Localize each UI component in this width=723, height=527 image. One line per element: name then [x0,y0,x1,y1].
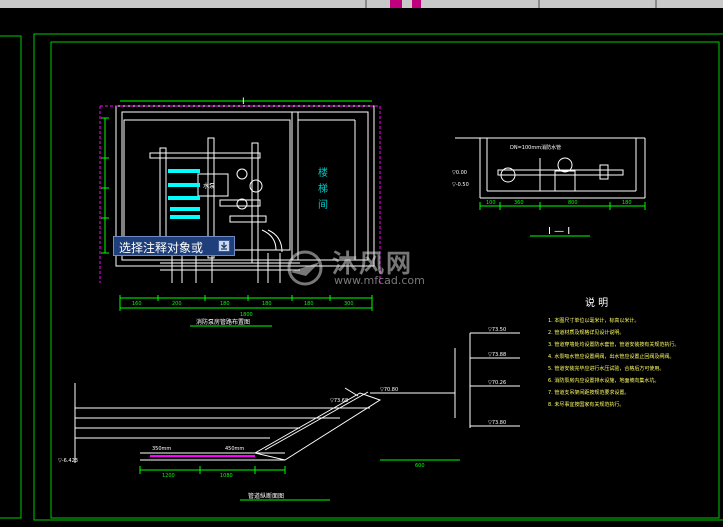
long-level-1: ▽73.50 [488,327,506,333]
plan-axis-lines [99,105,381,283]
prompt-label: 选择注释对象或 [119,241,204,255]
notes-line-3: 3. 管道穿墙处均设置防水套管，管道安装按有关规范执行。 [548,341,679,348]
watermark-logo-icon [287,250,323,286]
long-pipe-label-1: 350mm [152,446,171,452]
annotation-select-prompt[interactable]: 选择注释对象或 [113,236,235,256]
section-dim-4: 180 [622,200,632,206]
notes-title: 说 明 [585,296,608,309]
plan-dim-2: 200 [172,301,182,307]
long-level-6: ▽73.68 [330,398,348,404]
long-section-dims [139,459,460,501]
plan-dim-6: 300 [344,301,354,307]
section-dim-2: 360 [514,200,524,206]
watermark-chinese: 沐风网 [332,249,414,278]
notes-line-1: 1. 本图尺寸单位以毫米计，标高以米计。 [548,317,639,324]
long-level-5: ▽70.80 [380,387,398,393]
long-pipe-label-2: 450mm [225,446,244,452]
plan-caption: 消防泵房管路布置图 [196,318,250,326]
pump-label: 水泵 [203,182,215,190]
long-level-2: ▽73.88 [488,352,506,358]
section-text: DN=100mm消防水管 ▽0.00 ▽-0.50 100 360 800 18… [452,144,632,237]
long-level-4: ▽73.80 [488,420,506,426]
notes-line-7: 7. 管道支吊架间距按规范要求设置。 [548,389,629,396]
room-label-1: 楼 [318,166,328,179]
section-dimensions [479,202,646,237]
drawing-frame [0,33,723,521]
section-view [455,137,646,199]
toolbar-separator [365,0,367,8]
toolbar-separator [538,0,540,8]
toolbar-color-swatch[interactable] [390,0,402,8]
long-dim-2: 1080 [220,473,233,479]
toolbar-separator [655,0,657,8]
section-level-2: ▽-0.50 [452,182,469,188]
long-caption: 管道纵断面图 [248,492,284,500]
plan-dim-5: 180 [304,301,314,307]
section-dim-1: 100 [486,200,496,206]
long-dim-1: 1200 [162,473,175,479]
section-title: I — I [548,226,570,237]
section-dim-3: 800 [568,200,578,206]
room-label-3: 间 [318,198,328,211]
long-level-7: ▽-6.423 [58,458,78,464]
plan-dim-total: 1800 [240,312,253,318]
notes-line-8: 8. 未尽事宜按国家有关规范执行。 [548,401,624,408]
toolbar-color-swatch[interactable] [412,0,421,8]
prompt-dropdown-button[interactable] [218,240,230,252]
section-mark-top: I [242,97,245,107]
cad-drawing-canvas[interactable]: I 楼 梯 间 水泵 160 200 180 180 180 300 1800 … [0,8,723,523]
download-arrow-icon [221,242,227,250]
plan-dim-4: 180 [262,301,272,307]
notes-line-6: 6. 消防泵房内应设置排水设施，地面坡向集水坑。 [548,377,659,384]
application-toolbar-strip [0,0,723,8]
long-section-text: ▽73.50 ▽73.88 ▽70.26 ▽73.80 ▽70.80 ▽73.6… [58,327,506,500]
plan-dim-3: 180 [220,301,230,307]
section-level-1: ▽0.00 [452,170,467,176]
plan-text: I 楼 梯 间 水泵 160 200 180 180 180 300 1800 … [132,97,354,326]
plan-equipment [168,169,200,219]
notes-line-4: 4. 水泵吸水管应设置闸阀，出水管应设置止回阀及闸阀。 [548,353,674,360]
watermark-site: www.mfcad.com [334,274,425,287]
watermark: 沐风网 www.mfcad.com [282,244,452,292]
notes-line-2: 2. 管道材质及规格详见设计说明。 [548,329,624,336]
plan-dim-1: 160 [132,301,142,307]
long-level-3: ▽70.26 [488,380,506,386]
notes-block: 说 明 1. 本图尺寸单位以毫米计，标高以米计。 2. 管道材质及规格详见设计说… [548,296,679,408]
notes-line-5: 5. 管道安装完毕应进行水压试验，合格后方可使用。 [548,365,664,372]
plan-dimensions [101,100,373,327]
long-section [74,332,520,463]
long-dim-3: 600 [415,463,425,469]
section-pipe-note: DN=100mm消防水管 [510,144,561,151]
room-label-2: 梯 [318,182,328,195]
